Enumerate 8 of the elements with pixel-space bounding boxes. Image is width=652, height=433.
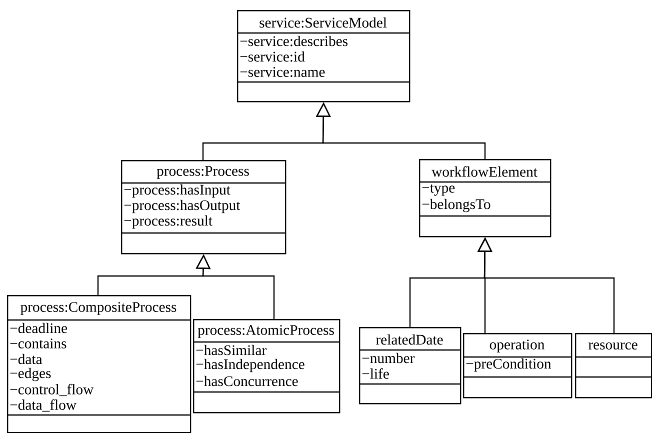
class-box: workflowElement −type −belongsTo — [419, 159, 552, 238]
class-box: relatedDate −number −life — [359, 327, 462, 404]
class-box: process:AtomicProcess −hasSimilar −hasIndependence −hasConcurrence — [193, 319, 340, 414]
class-box: resource — [575, 333, 652, 398]
class-box: service:ServiceModel −service:describes −service:id −service:name — [237, 10, 410, 102]
class-box: process:Process −process:hasInput −process:hasOutput −process:result — [121, 160, 286, 254]
class-box: operation −preCondition — [463, 333, 572, 398]
class-box: process:CompositeProcess −deadline −contains −data −edges −control_flow −data_flow — [7, 295, 192, 433]
